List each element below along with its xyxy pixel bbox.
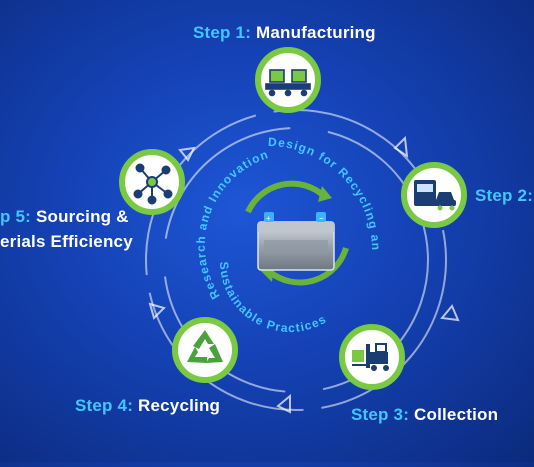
molecule-icon bbox=[133, 163, 173, 205]
step4-number: Step 4: bbox=[75, 396, 134, 415]
step3-title: Collection bbox=[414, 405, 499, 424]
svg-text:+: + bbox=[266, 214, 271, 223]
step5-label-line2: erials Efficiency bbox=[0, 232, 133, 252]
vehicles-icon bbox=[414, 180, 456, 211]
step1-number: Step 1: bbox=[193, 23, 252, 42]
forklift-icon bbox=[352, 343, 389, 371]
step5-label: p 5: Sourcing & bbox=[0, 207, 129, 227]
step1-node[interactable] bbox=[255, 47, 321, 113]
step1-title: Manufacturing bbox=[256, 23, 376, 42]
cycle-arrowheads bbox=[148, 135, 460, 414]
step5-number: p 5: bbox=[0, 207, 32, 226]
step3-label: Step 3: Collection bbox=[351, 405, 498, 425]
step4-title: Recycling bbox=[138, 396, 221, 415]
step4-node[interactable] bbox=[172, 317, 238, 383]
step2-label: Step 2: bbox=[475, 186, 533, 206]
conveyor-icon bbox=[265, 69, 311, 97]
battery-center-icon: + − bbox=[245, 180, 349, 286]
step5-title: Sourcing & bbox=[35, 207, 129, 226]
step5-title-line2: erials Efficiency bbox=[0, 232, 133, 251]
recycle-icon bbox=[187, 330, 223, 363]
step2-number: Step 2: bbox=[475, 186, 534, 205]
step1-label: Step 1: Manufacturing bbox=[193, 23, 376, 43]
step3-number: Step 3: bbox=[351, 405, 410, 424]
step3-node[interactable] bbox=[339, 324, 405, 390]
step2-node[interactable] bbox=[401, 162, 467, 228]
step4-label: Step 4: Recycling bbox=[75, 396, 220, 416]
svg-text:−: − bbox=[319, 214, 324, 223]
step5-node[interactable] bbox=[119, 149, 185, 215]
